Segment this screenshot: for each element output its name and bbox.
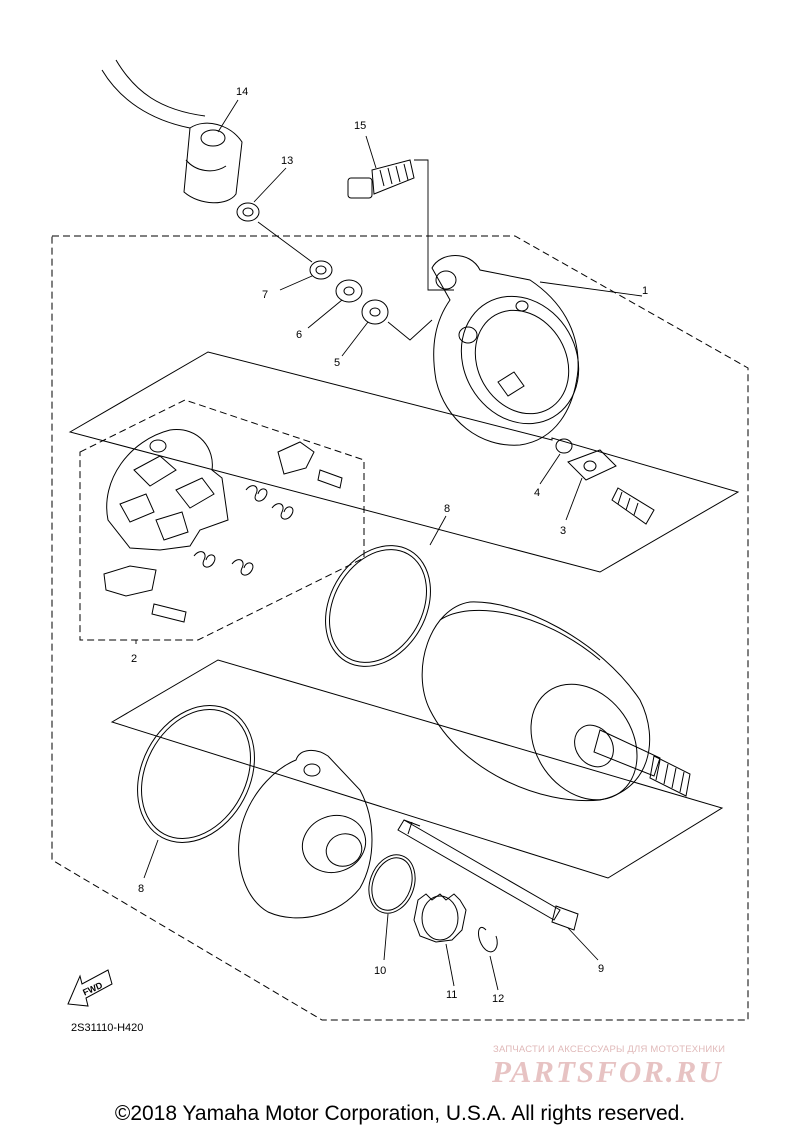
upper-plane (68, 351, 740, 573)
lower-plane (110, 659, 724, 879)
brush-holder-2 (103, 429, 343, 623)
o-ring-8-lower (137, 705, 255, 843)
callout-1: 1 (642, 285, 648, 297)
leader-lines (135, 99, 643, 991)
washer-7 (309, 260, 333, 280)
callout-6: 6 (296, 329, 302, 341)
callout-8-upper: 8 (444, 503, 450, 515)
watermark-logo: PARTSFOR.RU (492, 1054, 723, 1089)
brush-holder-outline (79, 399, 365, 641)
rear-cover (238, 750, 373, 919)
callout-3: 3 (560, 525, 566, 537)
o-ring-10 (368, 854, 416, 914)
bolt-leader (414, 159, 454, 291)
callout-15: 15 (354, 120, 366, 132)
o-ring-4 (555, 438, 573, 454)
callout-2: 2 (131, 653, 137, 665)
callout-4: 4 (534, 487, 540, 499)
pinion-gear-11 (413, 893, 467, 943)
circlip-12 (478, 927, 498, 953)
copyright-notice: ©2018 Yamaha Motor Corporation, U.S.A. A… (114, 1102, 686, 1125)
o-ring-8-upper (325, 545, 431, 667)
assembly-outline (51, 235, 749, 1021)
nut-13 (236, 202, 260, 222)
callout-8-lower: 8 (138, 883, 144, 895)
fwd-arrow-icon: FWD (67, 969, 113, 1007)
diagram-code: 2S31110-H420 (71, 1022, 143, 1034)
callout-5: 5 (334, 357, 340, 369)
washer-5 (361, 299, 389, 325)
callout-7: 7 (262, 289, 268, 301)
bolt-15 (347, 159, 415, 199)
callout-13: 13 (281, 155, 293, 167)
front-cover-1 (431, 255, 580, 446)
starter-cable (101, 59, 243, 204)
long-bolt-9 (397, 819, 579, 931)
callout-9: 9 (598, 963, 604, 975)
callout-11: 11 (446, 989, 457, 1001)
callout-12: 12 (492, 993, 504, 1005)
terminal-3 (567, 449, 655, 525)
callout-10: 10 (374, 965, 386, 977)
callout-14: 14 (236, 86, 248, 98)
motor-yoke (421, 601, 691, 802)
washer-6 (335, 279, 363, 303)
watermark-tagline: ЗАПЧАСТИ И АКСЕССУАРЫ ДЛЯ МОТОТЕХНИКИ (493, 1044, 726, 1055)
